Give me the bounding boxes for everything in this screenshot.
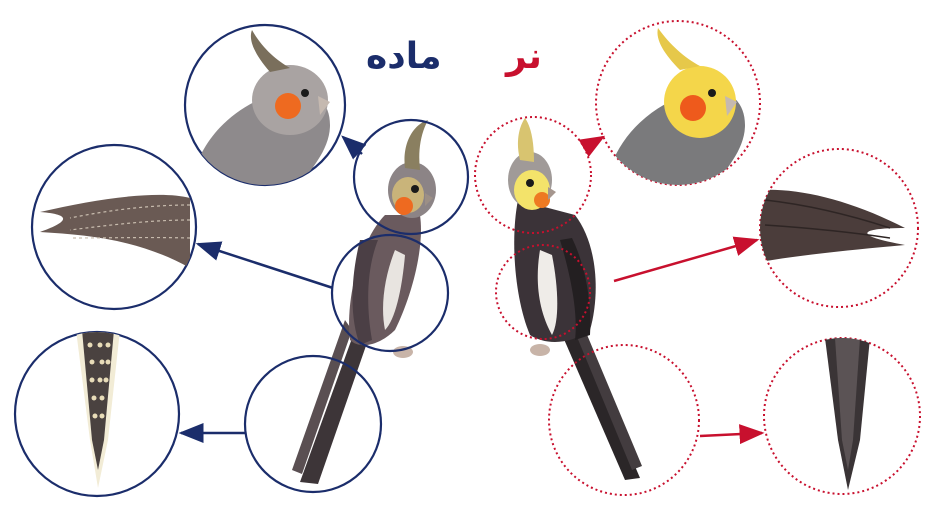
female-wing-arrow — [198, 244, 333, 288]
male-cockatiel — [508, 118, 642, 480]
female-label: ماده — [366, 36, 442, 77]
female-tail-zoom-image — [76, 330, 120, 488]
male-tail-zoom-image — [825, 338, 870, 490]
female-cockatiel — [292, 120, 436, 484]
female-head-zoom-image — [190, 30, 330, 185]
female-head-arrow — [343, 137, 362, 154]
male-wing-zoom-image — [760, 190, 905, 262]
male-tail-arrow — [700, 433, 762, 436]
male-head-arrow — [586, 137, 603, 147]
male-wing-arrow — [614, 240, 757, 281]
male-head-zoom-image — [605, 28, 745, 185]
male-label: نر — [506, 36, 542, 77]
female-wing-zoom-image — [40, 195, 190, 268]
